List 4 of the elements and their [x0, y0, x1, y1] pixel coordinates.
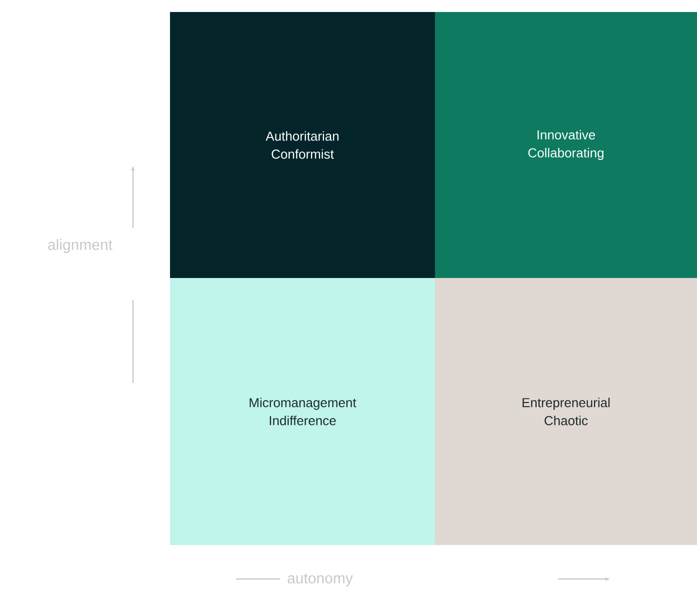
quadrant-box: Entrepreneurial Chaotic [435, 278, 697, 545]
quadrant-box: Authoritarian Conformist [170, 12, 435, 278]
quadrant-box: Innovative Collaborating [435, 12, 697, 278]
quadrant-box: Micromanagement Indifference [170, 278, 435, 545]
